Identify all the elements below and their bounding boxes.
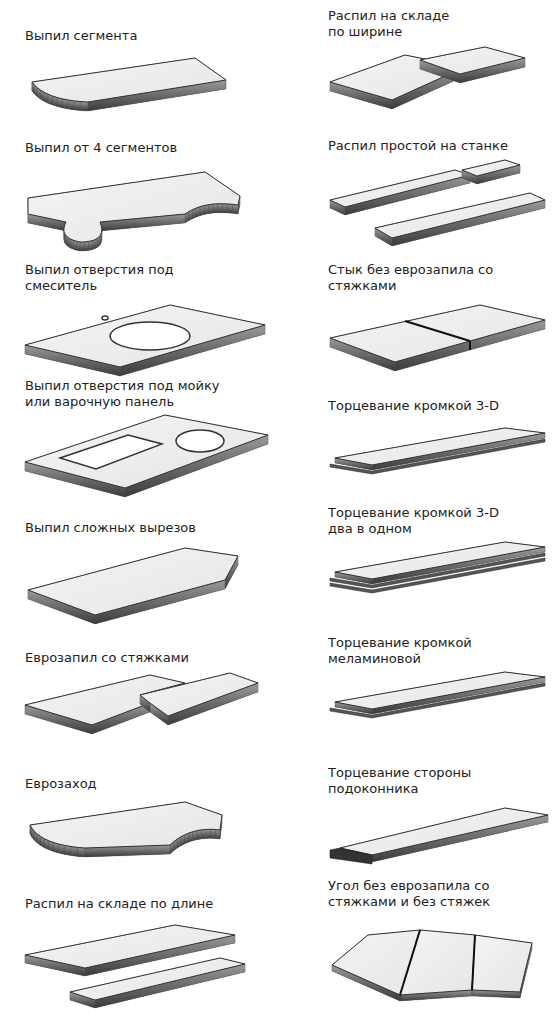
edge-band xyxy=(330,553,545,588)
segment-slab xyxy=(32,58,226,111)
sink-hole-slab xyxy=(25,415,268,497)
width-cut-piece xyxy=(420,47,525,83)
slab-top xyxy=(420,47,525,74)
slab-edge xyxy=(71,239,74,249)
joint-seam xyxy=(472,935,475,990)
mixer-hole-slab xyxy=(25,305,265,376)
operation-label: Торцевание кромкой 3-D xyxy=(328,398,548,414)
four-segment-slab xyxy=(28,172,240,251)
slab-edge xyxy=(222,204,227,213)
slab-edge xyxy=(92,240,95,250)
slab-top xyxy=(32,58,226,102)
operation-label: Торцевание стороны подоконника xyxy=(328,765,518,798)
slab-top xyxy=(340,808,548,855)
slab-edge xyxy=(201,829,206,839)
slab-edge xyxy=(193,831,197,841)
slab-edge xyxy=(227,204,232,213)
slab-edge xyxy=(78,847,85,857)
operation-label: Выпил отверстия под мойку или варочную п… xyxy=(25,378,230,411)
corner-piece xyxy=(472,935,532,998)
complex-cut-slab xyxy=(28,548,238,624)
operation-label: Стык без еврозапила со стяжками xyxy=(328,262,518,295)
slab-edge xyxy=(197,830,201,840)
slab-edge xyxy=(217,204,222,213)
cut-hole xyxy=(60,435,162,469)
slab-edge xyxy=(84,241,88,251)
slab-edge xyxy=(75,101,82,111)
length-cut-strip xyxy=(70,958,245,1008)
operation-label: Угол без еврозапила со стяжками и без ст… xyxy=(328,878,543,911)
butt-joint-slab xyxy=(330,305,545,371)
operation-label: Распил на складе по длине xyxy=(25,896,255,912)
windowsill-slab xyxy=(340,808,548,862)
slab-edge xyxy=(210,829,215,838)
sill-end xyxy=(330,848,372,864)
slab-edge xyxy=(68,100,74,110)
slab-top xyxy=(375,193,545,238)
slab-top xyxy=(330,305,545,362)
machine-cut-strip xyxy=(375,193,545,246)
edged-slab xyxy=(335,672,545,714)
cut-hole xyxy=(110,322,190,350)
slab-edge xyxy=(208,204,213,214)
machine-cut-strip xyxy=(330,170,470,215)
operation-label: Выпил сложных вырезов xyxy=(25,520,255,536)
operation-label: Торцевание кромкой меламиновой xyxy=(328,635,518,668)
slab-edge xyxy=(80,242,84,251)
slab-edge xyxy=(88,241,92,251)
slab-edge xyxy=(74,240,77,250)
operation-label: Торцевание кромкой 3-D два в одном xyxy=(328,505,518,538)
slab-top xyxy=(28,172,240,242)
euro-joint-piece xyxy=(140,673,258,725)
slab-edge xyxy=(71,847,78,857)
joint-seam xyxy=(405,321,470,341)
slab-top xyxy=(462,160,520,176)
slab-top xyxy=(28,548,238,615)
slab-edge xyxy=(213,204,218,213)
edge-band xyxy=(330,683,545,718)
slab-top xyxy=(330,170,470,207)
operation-label: Еврозаход xyxy=(25,776,255,792)
machine-cut-strip xyxy=(462,160,520,184)
slab-edge xyxy=(63,99,69,109)
joint-seam xyxy=(400,930,420,995)
cut-hole xyxy=(102,316,108,320)
corner-piece xyxy=(400,930,475,1001)
edge-band xyxy=(330,558,545,593)
slab-top xyxy=(400,930,475,995)
edge-band xyxy=(330,439,545,474)
slab-edge xyxy=(204,205,208,215)
slab-top xyxy=(472,935,532,992)
cut-hole xyxy=(176,430,224,452)
operation-label: Выпил сегмента xyxy=(25,28,255,44)
joint-seam xyxy=(469,341,471,350)
slab-edge xyxy=(215,830,220,840)
slab-top xyxy=(70,958,245,1000)
operation-label: Распил простой на станке xyxy=(328,138,548,154)
slab-edge xyxy=(32,82,33,91)
operation-label: Выпил отверстия под смеситель xyxy=(25,262,230,295)
slab-top xyxy=(140,673,258,716)
slab-top xyxy=(25,305,265,367)
slab-edge xyxy=(77,241,81,251)
slab-edge xyxy=(81,102,88,111)
slab-top xyxy=(30,802,222,848)
slab-edge xyxy=(206,829,211,838)
slab-edge xyxy=(233,204,238,214)
operation-label: Еврозапил со стяжками xyxy=(25,650,255,666)
operation-label: Выпил от 4 сегментов xyxy=(25,140,255,156)
edged-slab xyxy=(335,428,545,470)
slab-top xyxy=(25,415,268,488)
euro-entry-slab xyxy=(30,802,222,857)
operation-label: Распил на складе по ширине xyxy=(328,8,468,41)
slab-edge xyxy=(65,845,71,855)
